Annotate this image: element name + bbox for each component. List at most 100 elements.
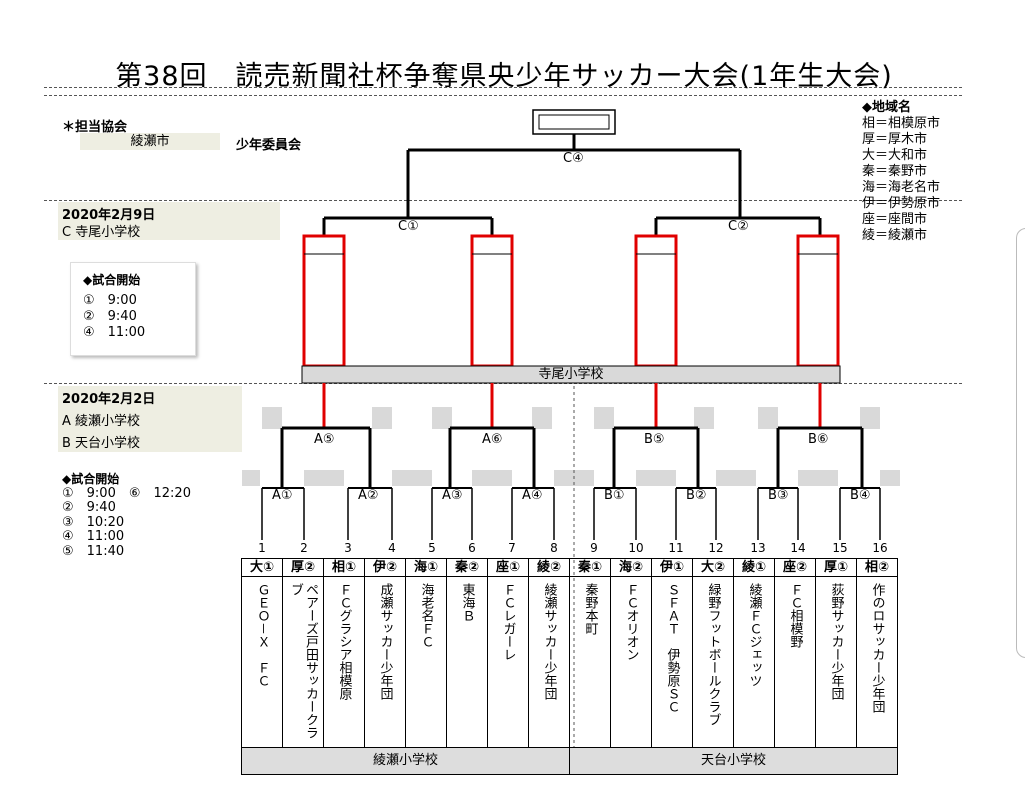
day1-time: ③ 10:20 — [62, 514, 125, 530]
semi-venue-label: 寺尾小学校 — [538, 367, 604, 382]
legend-item: 相＝相模原市 — [862, 116, 941, 131]
team-name: 東海Ｂ — [459, 583, 475, 622]
gray-marker — [860, 407, 880, 429]
round1-match-label: A③ — [440, 488, 465, 503]
seed-number: 6 — [468, 541, 476, 555]
semi-venue-bar — [301, 365, 841, 384]
gray-marker — [798, 470, 838, 486]
team-code: 大② — [692, 558, 734, 577]
legend-item: 綾＝綾瀬市 — [862, 228, 928, 243]
venue-label: 天台小学校 — [569, 747, 898, 775]
host-heading: ＊担当協会 — [62, 120, 128, 135]
team-code: 秦① — [569, 558, 611, 577]
seed-number: 15 — [832, 541, 848, 555]
seed-number: 10 — [628, 541, 644, 555]
day1-start-heading: ◆試合開始 — [62, 472, 120, 486]
team-name: 緑野フットボールクラブ — [705, 583, 721, 726]
day2-time: ④ 11:00 — [83, 325, 146, 340]
team-code: 相② — [856, 558, 898, 577]
legend-item: 伊＝伊勢原市 — [862, 196, 941, 211]
round1-match-label: A① — [270, 488, 295, 503]
round1-match-label: A② — [356, 488, 381, 503]
round2-match-label: B⑤ — [642, 432, 667, 447]
team-code: 座② — [774, 558, 816, 577]
day1-info-box: 2020年2月2日 A 綾瀬小学校 B 天台小学校 — [58, 386, 242, 452]
round1-match-label: B① — [602, 488, 627, 503]
day2-divider — [44, 200, 962, 201]
round2-match-label: A⑤ — [312, 432, 337, 447]
legend-heading: ◆地域名 — [862, 100, 911, 115]
team-name: 綾瀬サッカー少年団 — [541, 583, 557, 700]
team-name: ＦＣ相模野 — [787, 583, 803, 648]
team-name: ＦＣレガーレ — [500, 583, 516, 661]
semi-box — [302, 234, 346, 368]
round1-match-label: A④ — [520, 488, 545, 503]
round2-match-label: A⑥ — [480, 432, 505, 447]
team-code: 秦② — [446, 558, 488, 577]
gray-marker — [432, 407, 452, 429]
day2-info-box: 2020年2月9日 C 寺尾小学校 — [58, 202, 280, 240]
day1-times: ◆試合開始 ① 9:00 ⑥ 12:20 ② 9:40 ③ 10:20 ④ 11… — [62, 472, 191, 559]
gray-marker — [594, 407, 614, 429]
team-name: 荻野サッカー少年団 — [828, 583, 844, 700]
gray-marker — [532, 407, 552, 429]
seed-number: 2 — [300, 541, 308, 555]
page-title: 第38回 読売新聞社杯争奪県央少年サッカー大会(1年生大会) — [115, 61, 893, 92]
day1-time: ④ 11:00 — [62, 529, 125, 544]
legend-item: 座＝座間市 — [862, 212, 928, 227]
host-committee: 少年委員会 — [236, 138, 302, 153]
day2-time: ② 9:40 — [83, 309, 137, 324]
gray-marker — [392, 470, 432, 486]
gray-marker — [262, 407, 282, 429]
venue-row: 綾瀬小学校 天台小学校 — [241, 747, 898, 775]
semi-match-label: C② — [726, 219, 751, 234]
gray-marker — [880, 470, 900, 486]
day2-venue: C 寺尾小学校 — [62, 225, 141, 240]
team-name: ＧＥＯ－Ｘ ＦＣ — [254, 583, 270, 688]
seed-number: 11 — [668, 541, 684, 555]
team-code: 大① — [241, 558, 283, 577]
team-code-row: 大① 厚② 相① 伊② 海① 秦② 座① 綾② 秦① 海② 伊① 大② 綾① 座… — [241, 558, 898, 577]
legend-item: 大＝大和市 — [862, 148, 928, 163]
seed-number: 5 — [428, 541, 436, 555]
gray-marker — [372, 407, 392, 429]
team-name: ペアーズ戸田サッカークラブ — [288, 583, 318, 739]
seed-number: 9 — [590, 541, 598, 555]
legend-item: 秦＝秦野市 — [862, 164, 928, 179]
day1-venue-b: B 天台小学校 — [62, 436, 141, 451]
title-divider — [44, 95, 962, 96]
side-panel — [1016, 228, 1025, 658]
team-name: 成瀬サッカー少年団 — [377, 583, 393, 700]
gray-marker — [472, 470, 512, 486]
round1-match-label: B② — [684, 488, 709, 503]
region-legend: ◆地域名 相＝相模原市 厚＝厚木市 大＝大和市 秦＝秦野市 海＝海老名市 伊＝伊… — [862, 100, 940, 244]
legend-item: 海＝海老名市 — [862, 180, 941, 195]
team-code: 伊② — [364, 558, 406, 577]
day2-date: 2020年2月9日 — [62, 208, 156, 223]
seed-number: 12 — [708, 541, 724, 555]
team-code: 相① — [323, 558, 365, 577]
final-box-inner — [538, 114, 610, 130]
team-name: ＦＣグラシア相模原 — [336, 583, 352, 700]
seed-number: 1 — [258, 541, 266, 555]
venue-label: 綾瀬小学校 — [241, 747, 570, 775]
seed-number: 13 — [750, 541, 766, 555]
legend-item: 厚＝厚木市 — [862, 132, 928, 147]
seed-number: 7 — [508, 541, 516, 555]
top-divider — [44, 87, 962, 88]
gray-marker — [758, 407, 778, 429]
day1-time: ② 9:40 — [62, 500, 116, 515]
semi-box — [470, 234, 514, 368]
host-city: 綾瀬市 — [80, 133, 220, 150]
seed-number: 8 — [550, 541, 558, 555]
gray-marker — [694, 407, 714, 429]
team-name: ＳＦＡＴ 伊勢原ＳＣ — [664, 583, 680, 713]
day2-time: ① 9:00 — [83, 293, 137, 308]
team-name: ＦＣオリオン — [623, 583, 639, 661]
team-name: 海老名ＦＣ — [418, 583, 434, 648]
seed-number: 4 — [388, 541, 396, 555]
round2-match-label: B⑥ — [806, 432, 831, 447]
teams-table: 大① 厚② 相① 伊② 海① 秦② 座① 綾② 秦① 海② 伊① 大② 綾① 座… — [241, 558, 898, 775]
day1-date: 2020年2月2日 — [62, 392, 156, 407]
